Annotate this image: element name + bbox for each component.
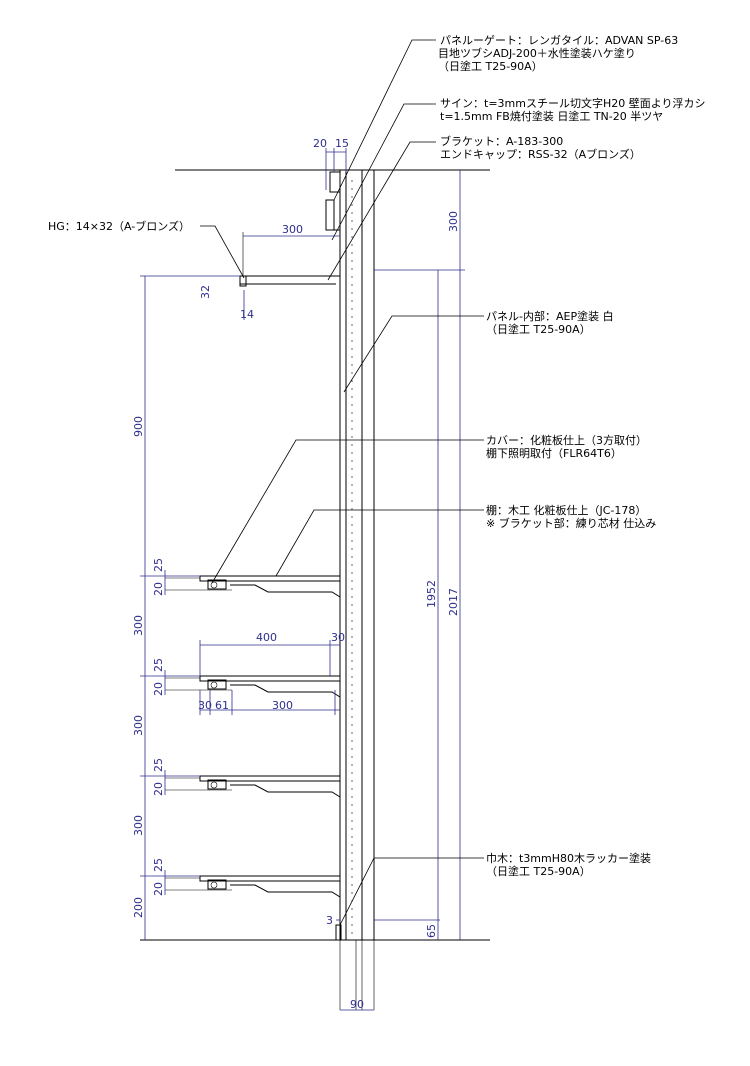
dim-label-hg-32: 32 [199, 285, 212, 299]
note-cover-2: 棚下照明取付（FLR64T6） [486, 446, 622, 460]
shelf-light-lamp [210, 581, 218, 589]
shelf-bracket [230, 784, 341, 798]
leader-panel-inner [343, 315, 484, 393]
wall-back [361, 169, 375, 941]
note-panel-gate-1: パネルーゲート：レンガタイル：ADVAN SP-63 [440, 34, 678, 47]
shelf-light [207, 779, 227, 790]
note-panel-inner-2: （日塗工 T25-90A） [486, 322, 591, 336]
note-panel-inner-1: パネル-内部：AEP塗装 白 [486, 309, 614, 323]
dim-label-right-300: 300 [447, 211, 460, 232]
dim-label-hg-14: 14 [240, 308, 254, 321]
dim-label-bottom-90: 90 [350, 998, 364, 1011]
note-shelf-2: ※ ブラケット部：練り芯材 仕込み [486, 516, 656, 530]
note-shelf-1: 棚：木工 化粧板仕上（JC-178） [486, 503, 646, 517]
dim-label-s3-20: 20 [152, 782, 165, 796]
sign-assembly [325, 171, 341, 231]
shelf-bracket [230, 584, 341, 598]
hg-bracket [239, 232, 340, 320]
note-panel-gate-3: （日塗工 T25-90A） [438, 59, 543, 73]
dim-label-s1-20: 20 [152, 582, 165, 596]
shelf-bracket [230, 684, 341, 698]
shelf-light [207, 579, 227, 590]
dimension-labels: 20 15 300 32 14 300 900 300 300 300 200 … [132, 137, 460, 1011]
dim-label-right-2017: 2017 [447, 588, 460, 616]
shelf-light [207, 679, 227, 690]
note-bracket-1: ブラケット：A-183-300 [440, 134, 563, 148]
dim-label-s2-25: 25 [152, 658, 165, 672]
dim-label-shelf-400: 400 [256, 631, 277, 644]
note-panel-gate-2: 目地ツブシADJ-200＋水性塗装ハケ塗り [438, 46, 636, 60]
dim-label-shelf-61: 61 [215, 699, 229, 712]
note-hg: HG：14×32（A-ブロンズ） [48, 219, 190, 233]
shelf-1 [165, 575, 341, 598]
sign-letters [329, 171, 341, 193]
note-bracket-2: エンドキャップ：RSS-32（Aブロンズ） [440, 147, 641, 161]
dim-label-s1-25: 25 [152, 558, 165, 572]
dim-label-s2-20: 20 [152, 682, 165, 696]
shelf-3 [165, 775, 341, 798]
shelf-board [199, 575, 341, 582]
note-baseboard-1: 巾木：t3mmH80木ラッカー塗装 [486, 851, 651, 865]
shelf-board [199, 675, 341, 682]
dim-label-top-15: 15 [335, 137, 349, 150]
leader-lines [200, 39, 484, 926]
shelf-4 [165, 875, 341, 898]
note-sign-2: t=1.5mm FB焼付塗装 日塗工 TN-20 半ツヤ [440, 109, 663, 123]
dim-label-s4-20: 20 [152, 882, 165, 896]
shelf-board [199, 775, 341, 782]
dim-label-top-20: 20 [313, 137, 327, 150]
shelf-light-lamp [210, 881, 218, 889]
leader-bracket [327, 141, 436, 281]
shelf-board [199, 875, 341, 882]
leader-panel-gate [333, 39, 436, 201]
wall-core [345, 169, 363, 941]
dim-label-shelf-30: 30 [331, 631, 345, 644]
dim-label-left-300-c: 300 [132, 815, 145, 836]
leader-sign [331, 103, 436, 241]
dim-label-left-300-b: 300 [132, 715, 145, 736]
dim-label-left-300-a: 300 [132, 615, 145, 636]
annotations: パネルーゲート：レンガタイル：ADVAN SP-63 目地ツブシADJ-200＋… [48, 34, 706, 878]
dimension-lines [140, 148, 465, 1011]
shelf-light-lamp [210, 781, 218, 789]
panel-layer [339, 169, 347, 941]
dim-label-bottom-3: 3 [326, 914, 333, 927]
baseboard [335, 924, 342, 941]
dim-label-bottom-65: 65 [425, 924, 438, 938]
shelf-light [207, 879, 227, 890]
shelf-light-lamp [210, 681, 218, 689]
sign-flatbar [325, 199, 335, 231]
dim-label-left-900: 900 [132, 416, 145, 437]
note-baseboard-2: （日塗工 T25-90A） [486, 864, 591, 878]
wall-section [140, 169, 490, 1010]
shelf-bracket [230, 884, 341, 898]
dim-label-s4-25: 25 [152, 858, 165, 872]
shelf-2 [165, 675, 341, 698]
leader-baseboard [339, 857, 484, 926]
note-cover-1: カバー：化粧板仕上（3方取付） [486, 433, 647, 447]
dim-label-left-200: 200 [132, 897, 145, 918]
dim-label-right-1952: 1952 [425, 580, 438, 608]
dim-label-s3-25: 25 [152, 758, 165, 772]
leader-cover [211, 439, 484, 584]
leader-shelf [275, 509, 484, 577]
dim-label-hg-300: 300 [282, 223, 303, 236]
leader-hg [200, 225, 245, 279]
note-sign-1: サイン：t=3mmスチール切文字H20 壁面より浮カシ [440, 96, 706, 110]
dim-label-shelf-b300: 300 [272, 699, 293, 712]
dim-label-shelf-b30: 30 [198, 699, 212, 712]
